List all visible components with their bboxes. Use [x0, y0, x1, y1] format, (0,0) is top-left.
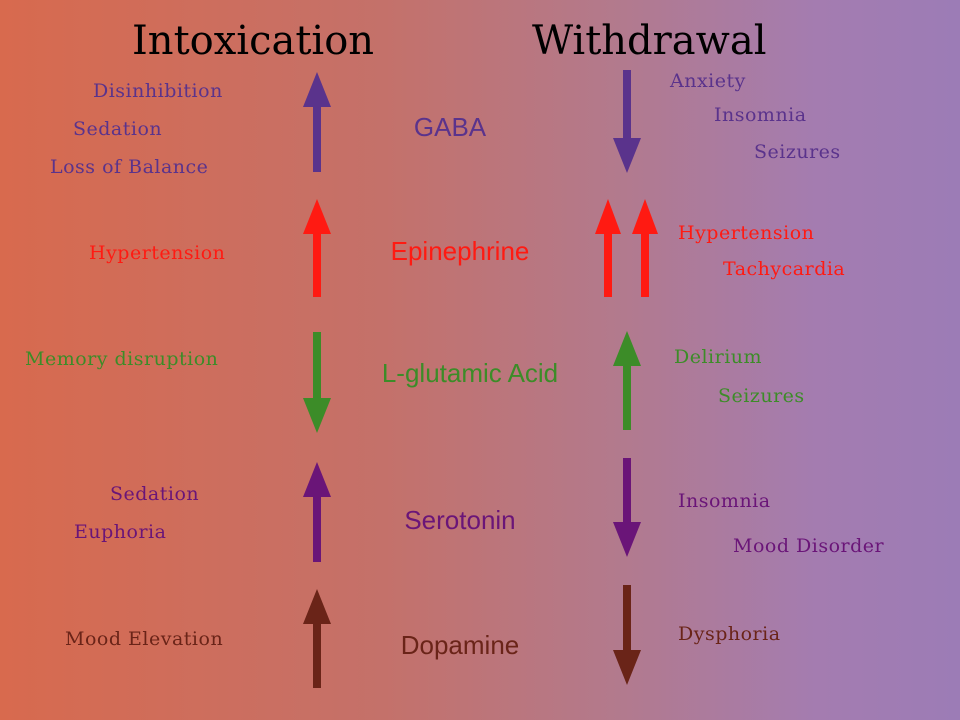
dopamine-label: Dopamine — [400, 630, 520, 660]
epinephrine-withdrawal-arrow-up-1 — [595, 199, 621, 297]
gaba-withdrawal-effect-insomnia: Insomnia — [714, 104, 807, 126]
dopamine-intox-effect-mood-elevation: Mood Elevation — [65, 628, 224, 650]
serotonin-intox-effect-sedation: Sedation — [110, 483, 200, 505]
serotonin-intoxication-arrow-up — [303, 462, 331, 562]
serotonin-label: Serotonin — [404, 505, 516, 535]
glutamic-intox-effect-memory-disruption: Memory disruption — [25, 348, 219, 370]
glutamic-withdrawal-arrow-up — [613, 331, 641, 430]
gaba-intox-effect-disinhibition: Disinhibition — [93, 80, 223, 102]
epinephrine-intoxication-arrow-up — [303, 199, 331, 297]
gaba-label: GABA — [413, 112, 487, 142]
gaba-intoxication-arrow-up — [303, 72, 331, 172]
glutamic-withdrawal-effect-seizures: Seizures — [718, 385, 805, 407]
serotonin-withdrawal-arrow-down — [613, 458, 641, 557]
gaba-withdrawal-effect-anxiety: Anxiety — [670, 70, 746, 92]
epinephrine-intox-effect-hypertension: Hypertension — [89, 242, 226, 264]
gaba-withdrawal-arrow-down — [613, 70, 641, 173]
glutamic-acid-label: L-glutamic Acid — [381, 358, 559, 388]
epinephrine-withdrawal-effect-hypertension: Hypertension — [678, 222, 815, 244]
epinephrine-label: Epinephrine — [390, 236, 530, 266]
epinephrine-withdrawal-effect-tachycardia: Tachycardia — [723, 258, 846, 280]
glutamic-intoxication-arrow-down — [303, 332, 331, 433]
glutamic-withdrawal-effect-delirium: Delirium — [674, 346, 763, 368]
serotonin-intox-effect-euphoria: Euphoria — [74, 521, 167, 543]
epinephrine-withdrawal-arrow-up-2 — [632, 199, 658, 297]
dopamine-intoxication-arrow-up — [303, 589, 331, 688]
dopamine-withdrawal-arrow-down — [613, 585, 641, 685]
gaba-intox-effect-loss-of-balance: Loss of Balance — [50, 156, 209, 178]
withdrawal-header: Withdrawal — [532, 18, 767, 64]
serotonin-withdrawal-effect-insomnia: Insomnia — [678, 490, 771, 512]
gaba-withdrawal-effect-seizures: Seizures — [754, 141, 841, 163]
dopamine-withdrawal-effect-dysphoria: Dysphoria — [678, 623, 781, 645]
intoxication-header: Intoxication — [132, 18, 375, 64]
gaba-intox-effect-sedation: Sedation — [73, 118, 163, 140]
serotonin-withdrawal-effect-mood-disorder: Mood Disorder — [733, 535, 885, 557]
